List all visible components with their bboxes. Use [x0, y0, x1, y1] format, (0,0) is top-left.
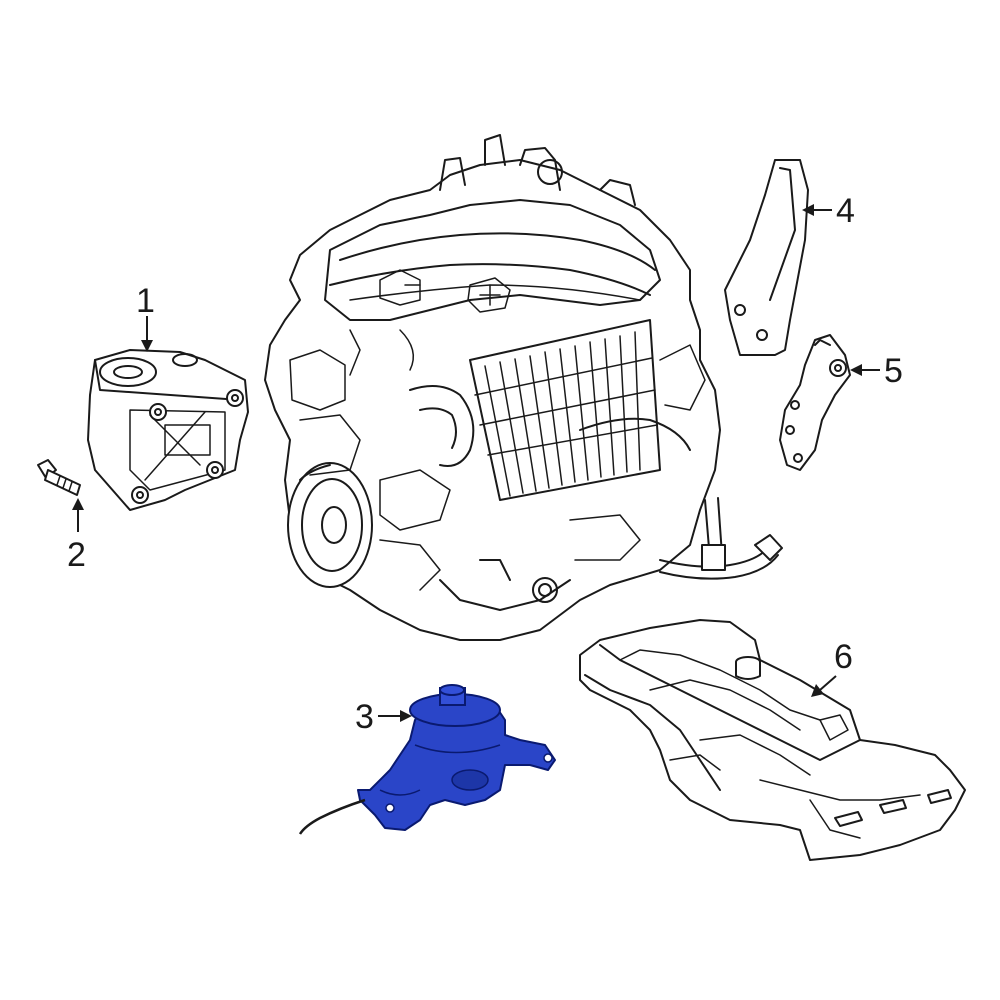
part-1-engine-mount-bracket — [87, 349, 249, 511]
callout-5: 5 — [884, 352, 903, 390]
callout-6: 6 — [834, 638, 853, 676]
crank-pulley — [287, 462, 373, 588]
part-5-bracket — [779, 334, 851, 471]
part-2-bolt — [37, 459, 81, 496]
part-6-shield — [579, 619, 966, 861]
callout-1: 1 — [136, 282, 155, 320]
part-3-engine-mount-highlighted[interactable] — [298, 684, 556, 835]
engine-assembly — [264, 134, 783, 641]
callout-leaders — [72, 204, 880, 722]
callout-labels: 1 2 3 4 5 6 — [67, 192, 903, 736]
callout-3: 3 — [355, 698, 374, 736]
callout-2: 2 — [67, 536, 86, 574]
part-4-bracket — [724, 159, 809, 356]
intercooler-ribs — [474, 331, 658, 497]
callout-4: 4 — [836, 192, 855, 230]
